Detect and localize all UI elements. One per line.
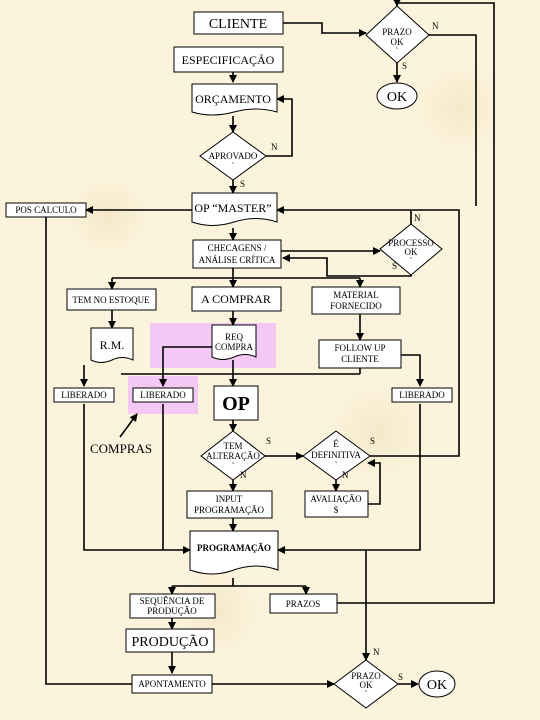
decision-prazo-ok-bottom-tick: ` [365, 689, 368, 699]
node-a-comprar-label: A COMPRAR [201, 292, 271, 306]
node-orcamento: ORÇAMENTO [191, 83, 278, 116]
node-prazos: PRAZOS [269, 593, 338, 614]
decision-processo-ok-label-1: PROCESSO [388, 238, 434, 248]
decision-prazo-ok-top-label-2: OK [391, 37, 404, 47]
node-follow-up-label-1: FOLLOW UP [334, 343, 385, 353]
node-cliente: CLIENTE [193, 11, 284, 35]
node-producao-label: PRODUÇÃO [131, 634, 208, 650]
node-tem-estoque-label: TEM NO ESTOQUE [72, 295, 150, 305]
node-programacao-label: PROGRAMAÇÃO [197, 543, 271, 553]
decision-tem-alteracao: TEM ALTERAÇÃO ` [200, 430, 266, 481]
decision-processo-ok-label-2: OK [405, 247, 418, 257]
node-input-programacao-label-2: PROGRAMAÇÃO [194, 505, 265, 515]
node-liberado-left-label: LIBERADO [61, 390, 107, 400]
branch-s-aprovado: S [240, 179, 245, 189]
node-req-compra: REQ COMPRA [211, 324, 257, 360]
branch-s-prazo-bottom: S [398, 672, 403, 682]
decision-tem-alteracao-label-2: ALTERAÇÃO [206, 451, 260, 461]
node-checagens-label-2: ANÁLISE CRÍTICA [199, 255, 276, 265]
node-avaliacao: AVALIAÇÃO $ [304, 490, 369, 518]
decision-processo-ok: PROCESSO OK ` [379, 223, 443, 276]
node-sequencia-label-1: SEQUÊNCIA DE [140, 596, 205, 606]
node-liberado-right-label: LIBERADO [399, 390, 445, 400]
node-especificacao-label: ESPECIFICAÇÃO [182, 53, 275, 67]
node-material-fornecido-label-2: FORNECIDO [330, 301, 382, 311]
compras-label: COMPRAS [90, 441, 152, 456]
node-prazos-label: PRAZOS [286, 599, 321, 609]
node-tem-estoque: TEM NO ESTOQUE [66, 288, 157, 311]
branch-n-prazo-bottom: N [373, 647, 380, 657]
node-apontamento: APONTAMENTO [131, 674, 213, 694]
decision-e-definitiva-tick: ` [335, 460, 338, 470]
decision-processo-ok-tick: ` [410, 256, 413, 266]
node-cliente-label: CLIENTE [209, 17, 267, 32]
node-sequencia-label-2: PRODUÇÃO [147, 606, 197, 616]
node-avaliacao-label-1: AVALIAÇÃO [310, 494, 362, 504]
decision-e-definitiva-label-1: É [333, 439, 339, 449]
node-material-fornecido: MATERIAL FORNECIDO [311, 286, 401, 315]
node-follow-up: FOLLOW UP CLIENTE [318, 339, 402, 369]
node-liberado-right: LIBERADO [391, 387, 453, 403]
branch-s-prazo-top: S [402, 61, 407, 71]
node-apontamento-label: APONTAMENTO [138, 679, 206, 689]
node-op-master: OP “MASTER” [191, 192, 278, 226]
terminal-ok-bottom: OK [418, 670, 456, 698]
terminal-ok-top: OK [376, 82, 418, 110]
terminal-ok-bottom-label: OK [427, 678, 447, 693]
node-rm: R.M. [90, 327, 134, 363]
branch-n-e-definitiva: N [342, 470, 349, 480]
node-programacao: PROGRAMAÇÃO [189, 530, 279, 575]
branch-n-processo: N [414, 213, 421, 223]
decision-tem-alteracao-label-1: TEM [224, 441, 243, 451]
connectors [42, 0, 495, 688]
node-pos-calculo: POS CALCULO [5, 202, 87, 218]
node-checagens: CHECAGENS / ANÁLISE CRÍTICA [192, 239, 282, 269]
node-liberado-left: LIBERADO [53, 387, 115, 403]
node-material-fornecido-label-1: MATERIAL [333, 290, 379, 300]
decision-prazo-ok-top-tick: ` [396, 46, 399, 56]
node-checagens-label-1: CHECAGENS / [208, 243, 267, 253]
node-req-compra-label-1: REQ [225, 332, 244, 342]
decision-prazo-ok-top-label-1: PRAZO [382, 27, 412, 37]
node-especificacao: ESPECIFICAÇÃO [173, 46, 284, 73]
branch-s-processo: S [392, 261, 397, 271]
decision-prazo-ok-bottom: PRAZO OK ` [333, 659, 399, 709]
decision-aprovado-label: APROVADO [209, 151, 258, 161]
branch-s-tem-alteracao: S [266, 436, 271, 446]
decision-prazo-ok-bottom-label-2: OK [360, 680, 373, 690]
node-rm-label: R.M. [100, 338, 125, 352]
node-sequencia: SEQUÊNCIA DE PRODUÇÃO [129, 593, 216, 619]
node-avaliacao-label-2: $ [334, 505, 339, 515]
node-input-programacao-label-1: INPUT [216, 494, 243, 504]
node-pos-calculo-label: POS CALCULO [15, 205, 77, 215]
decision-prazo-ok-bottom-label-1: PRAZO [351, 671, 381, 681]
node-producao: PRODUÇÃO [125, 628, 215, 653]
terminal-ok-top-label: OK [387, 90, 407, 105]
node-a-comprar: A COMPRAR [191, 286, 282, 312]
decision-aprovado-tick: ` [232, 161, 235, 171]
decision-prazo-ok-top: PRAZO OK ` [365, 5, 430, 64]
branch-s-e-definitiva: S [370, 436, 375, 446]
branch-n-aprovado: N [271, 142, 278, 152]
branch-n-prazo-top: N [432, 21, 439, 31]
node-op-label: OP [222, 393, 250, 415]
decision-e-definitiva: É DEFINITIVA ` [302, 430, 371, 481]
decision-aprovado: APROVADO ` [199, 131, 267, 181]
node-liberado-middle-label: LIBERADO [140, 390, 186, 400]
node-op-master-label: OP “MASTER” [194, 201, 271, 215]
node-op: OP [213, 385, 259, 421]
node-req-compra-label-2: COMPRA [215, 342, 254, 352]
node-input-programacao: INPUT PROGRAMAÇÃO [186, 490, 273, 519]
node-orcamento-label: ORÇAMENTO [195, 92, 271, 106]
node-follow-up-label-2: CLIENTE [341, 354, 379, 364]
decision-tem-alteracao-tick: ` [232, 461, 235, 471]
branch-n-tem-alteracao: N [240, 470, 247, 480]
node-liberado-middle: LIBERADO [132, 387, 194, 403]
decision-e-definitiva-label-2: DEFINITIVA [311, 450, 361, 460]
